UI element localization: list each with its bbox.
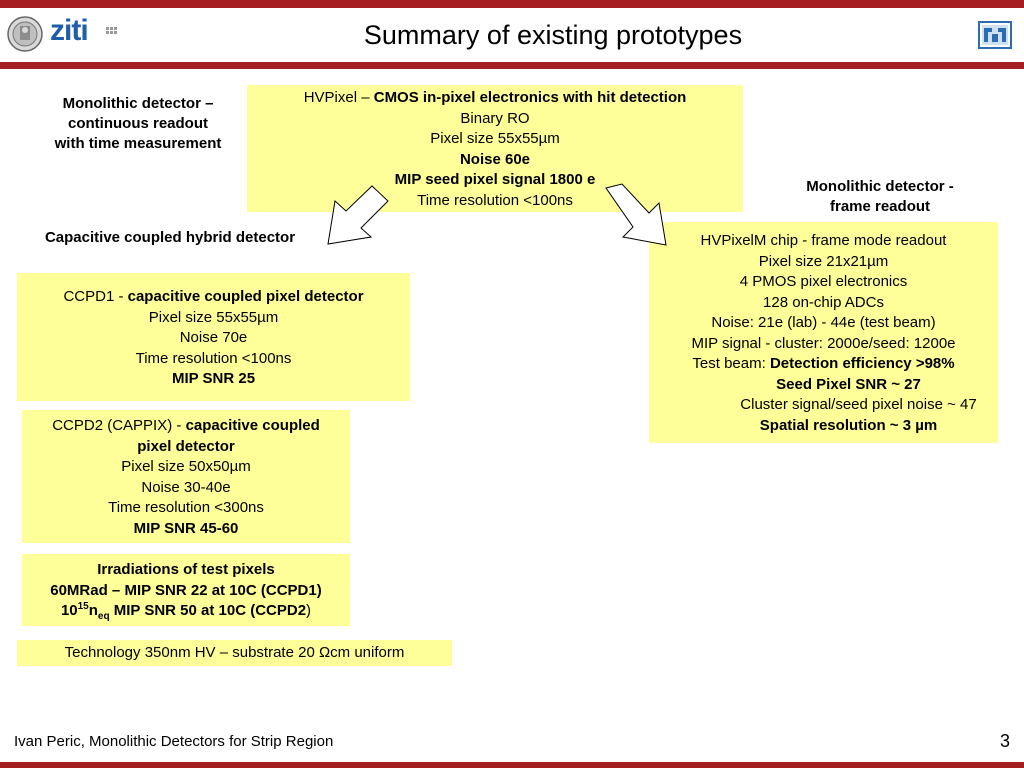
- university-seal-icon: [7, 16, 43, 52]
- header-divider-bar: [0, 62, 1024, 69]
- ziti-logo: ziti: [50, 14, 89, 47]
- ziti-logo-dots-icon: [106, 27, 117, 34]
- bottom-accent-bar: [0, 762, 1024, 768]
- technology-box: Technology 350nm HV – substrate 20 Ωcm u…: [17, 640, 452, 666]
- label-monolithic-continuous: Monolithic detector – continuous readout…: [54, 95, 222, 152]
- slide-title: Summary of existing prototypes: [363, 20, 743, 50]
- label-capacitive-hybrid: Capacitive coupled hybrid detector: [44, 229, 296, 246]
- hvpixel-box: HVPixel – CMOS in-pixel electronics with…: [247, 85, 743, 212]
- top-accent-bar: [0, 0, 1024, 8]
- university-heidelberg-logo-icon: [978, 21, 1012, 49]
- ccpd1-box: CCPD1 - capacitive coupled pixel detecto…: [17, 273, 410, 401]
- right-arrow-icon: [605, 183, 667, 246]
- hvpixelm-box: HVPixelM chip - frame mode readout Pixel…: [649, 222, 998, 443]
- footer-author: Ivan Peric, Monolithic Detectors for Str…: [14, 733, 334, 750]
- irradiation-box: Irradiations of test pixels 60MRad – MIP…: [22, 554, 350, 626]
- page-number: 3: [999, 731, 1010, 751]
- left-arrow-icon: [327, 185, 389, 245]
- label-monolithic-frame: Monolithic detector - frame readout: [806, 178, 954, 215]
- ccpd2-box: CCPD2 (CAPPIX) - capacitive coupled pixe…: [22, 410, 350, 543]
